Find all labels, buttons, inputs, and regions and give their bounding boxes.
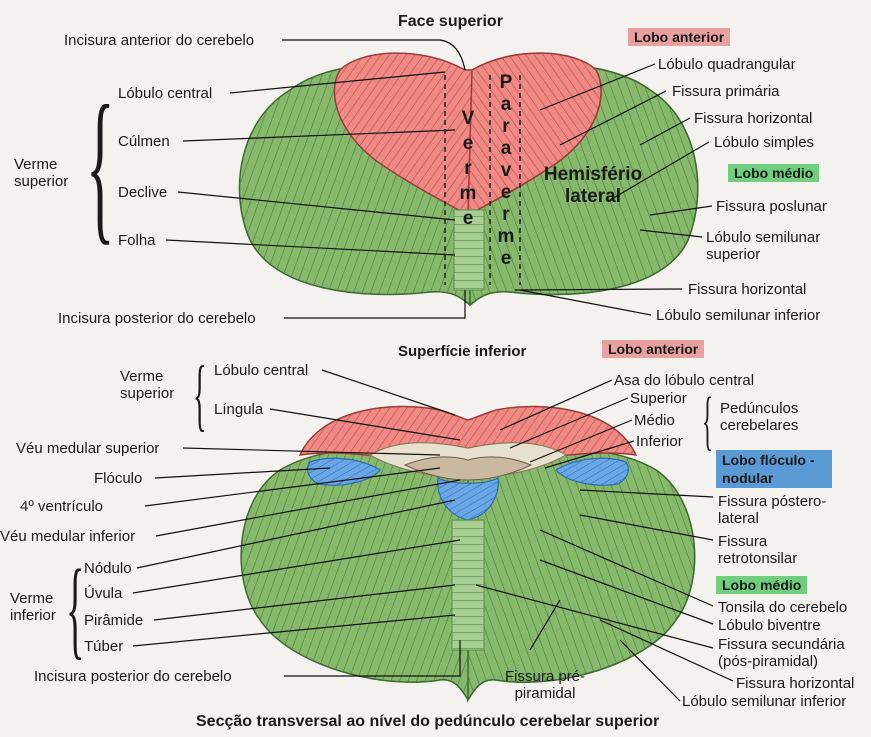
label-floculo: Flóculo xyxy=(94,470,142,487)
label-lobulo-central-inf: Lóbulo central xyxy=(214,362,308,379)
inferior-title: Superfície inferior xyxy=(398,343,526,360)
label-culmen: Cúlmen xyxy=(118,133,170,150)
paraverme-letter: P xyxy=(496,72,516,94)
label-verme-superior: Verme superior xyxy=(14,156,84,190)
paraverme-letter: a xyxy=(496,138,516,160)
label-tonsila: Tonsila do cerebelo xyxy=(718,599,847,616)
label-pedunculo-medio: Médio xyxy=(634,412,675,429)
label-folha: Folha xyxy=(118,232,156,249)
caption: Secção transversal ao nível do pedúnculo… xyxy=(196,713,659,731)
label-hemisferio-lateral: Hemisfério lateral xyxy=(538,164,648,208)
lobo-medio-badge-inf: Lobo médio xyxy=(716,576,807,594)
lobo-anterior-badge-inf: Lobo anterior xyxy=(602,340,704,358)
label-lingula: Língula xyxy=(214,401,263,418)
label-fissura-horizontal-sup-2: Fissura horizontal xyxy=(688,281,806,298)
paraverme-letter: a xyxy=(496,94,516,116)
label-asa-lobulo-central: Asa do lóbulo central xyxy=(614,372,754,389)
label-uvula: Úvula xyxy=(84,585,122,602)
lobo-anterior-badge: Lobo anterior xyxy=(628,28,730,46)
brace-verme-superior: { xyxy=(86,80,115,250)
paraverme-letter: v xyxy=(496,160,516,182)
label-incisura-anterior: Incisura anterior do cerebelo xyxy=(64,32,254,49)
paraverme-letter: e xyxy=(496,182,516,204)
label-4-ventriculo: 4º ventrículo xyxy=(20,498,103,515)
label-incisura-posterior-sup: Incisura posterior do cerebelo xyxy=(58,310,256,327)
verme-letter: m xyxy=(458,183,478,205)
label-fissura-retrotonsilar: Fissura retrotonsilar xyxy=(718,533,818,567)
label-pedunculo-superior: Superior xyxy=(630,390,687,407)
label-fissura-postero-lateral: Fissura póstero-lateral xyxy=(718,493,848,527)
paraverme-letter: r xyxy=(496,116,516,138)
lobo-floculonodular-badge: Lobo flóculo -nodular xyxy=(716,450,832,488)
label-fissura-primaria: Fissura primária xyxy=(672,83,780,100)
label-tuber: Túber xyxy=(84,638,123,655)
verme-letter: e xyxy=(458,133,478,155)
label-incisura-posterior-inf: Incisura posterior do cerebelo xyxy=(34,668,232,685)
paraverme-letter: r xyxy=(496,204,516,226)
verme-letter: r xyxy=(458,158,478,180)
label-veu-medular-inferior: Véu medular inferior xyxy=(0,528,135,545)
lobo-medio-badge: Lobo médio xyxy=(728,164,819,182)
verme-letter: V xyxy=(458,108,478,130)
brace-verme-inferior: { xyxy=(66,553,84,663)
label-lobulo-simples: Lóbulo simples xyxy=(714,134,814,151)
label-lobulo-semilunar-inferior-inf: Lóbulo semilunar inferior xyxy=(682,693,846,710)
label-fissura-pre-piramidal: Fissura pré-piramidal xyxy=(490,668,600,702)
label-fissura-horizontal-inf: Fissura horizontal xyxy=(736,675,854,692)
label-piramide: Pirâmide xyxy=(84,612,143,629)
label-fissura-poslunar: Fissura poslunar xyxy=(716,198,827,215)
label-fissura-horizontal-sup: Fissura horizontal xyxy=(694,110,812,127)
label-declive: Declive xyxy=(118,184,167,201)
label-fissura-secundaria: Fissura secundária (pós-piramidal) xyxy=(718,636,858,670)
label-veu-medular-superior: Véu medular superior xyxy=(16,440,159,457)
label-pedunculo-inferior: Inferior xyxy=(636,433,683,450)
label-lobulo-central-sup: Lóbulo central xyxy=(118,85,212,102)
label-lobulo-semilunar-inferior-sup: Lóbulo semilunar inferior xyxy=(656,307,820,324)
label-nodulo: Nódulo xyxy=(84,560,132,577)
verme-letter: e xyxy=(458,208,478,230)
label-verme-inferior: Verme inferior xyxy=(10,590,70,624)
brace-pedunculos: { xyxy=(702,388,713,454)
superior-title: Face superior xyxy=(398,13,503,31)
label-verme-superior-inf: Verme superior xyxy=(120,368,190,402)
label-lobulo-quadrangular: Lóbulo quadrangular xyxy=(658,56,796,73)
label-lobulo-semilunar-superior: Lóbulo semilunar superior xyxy=(706,229,856,263)
paraverme-letter: e xyxy=(496,248,516,270)
brace-verme-superior-inf: { xyxy=(193,355,206,435)
paraverme-letter: m xyxy=(496,226,516,248)
label-pedunculos-cerebelares: Pedúnculos cerebelares xyxy=(720,400,820,434)
label-lobulo-biventre: Lóbulo biventre xyxy=(718,617,821,634)
